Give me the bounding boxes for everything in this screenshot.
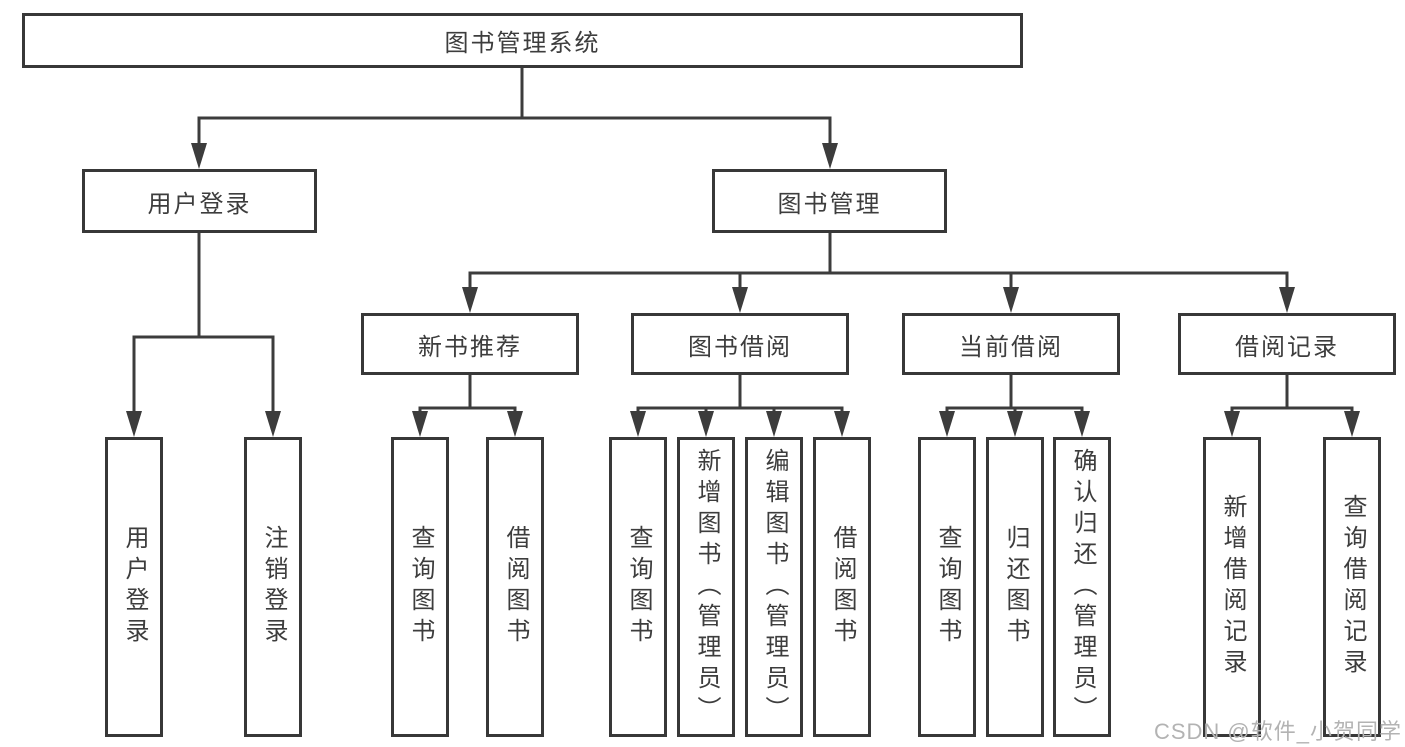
- leaf-user-login: 用户登录: [105, 437, 163, 737]
- csdn-watermark: CSDN @软件_小贺同学: [1153, 719, 1402, 744]
- leaf-edit-books-admin: 编辑图书（管理员）: [745, 437, 803, 737]
- leaf-label: 查询借阅记录: [1339, 494, 1366, 680]
- leaf-label: 借阅图书: [502, 525, 529, 649]
- leaf-borrow-books: 借阅图书: [813, 437, 871, 737]
- leaf-query-borrow-record: 查询借阅记录: [1323, 437, 1381, 737]
- leaf-label: 查询图书: [934, 525, 961, 649]
- node-label: 图书借阅: [688, 333, 792, 361]
- node-book-borrow: 图书借阅: [631, 313, 849, 375]
- node-library-system: 图书管理系统: [22, 13, 1023, 68]
- leaf-add-borrow-record: 新增借阅记录: [1203, 437, 1261, 737]
- leaf-label: 借阅图书: [829, 525, 856, 649]
- leaf-label: 查询图书: [625, 525, 652, 649]
- leaf-label: 编辑图书（管理员）: [761, 447, 788, 727]
- node-borrow-records: 借阅记录: [1178, 313, 1396, 375]
- leaf-query-books: 查询图书: [391, 437, 449, 737]
- node-label: 借阅记录: [1235, 333, 1339, 361]
- leaf-label: 新增借阅记录: [1219, 494, 1246, 680]
- leaf-label: 注销登录: [260, 525, 287, 649]
- node-label: 新书推荐: [418, 333, 522, 361]
- node-label: 用户登录: [147, 190, 252, 218]
- leaf-borrow-books: 借阅图书: [486, 437, 544, 737]
- leaf-label: 新增图书（管理员）: [693, 447, 720, 727]
- leaf-add-books-admin: 新增图书（管理员）: [677, 437, 735, 737]
- leaf-confirm-return-admin: 确认归还（管理员）: [1053, 437, 1111, 737]
- leaf-query-books: 查询图书: [609, 437, 667, 737]
- leaf-return-books: 归还图书: [986, 437, 1044, 737]
- leaf-query-books: 查询图书: [918, 437, 976, 737]
- node-label: 图书管理: [777, 190, 882, 218]
- node-new-book-recommend: 新书推荐: [361, 313, 579, 375]
- node-book-management: 图书管理: [712, 169, 947, 233]
- node-label: 当前借阅: [959, 333, 1063, 361]
- node-label: 图书管理系统: [444, 30, 601, 57]
- leaf-logout: 注销登录: [244, 437, 302, 737]
- leaf-label: 确认归还（管理员）: [1069, 447, 1096, 727]
- leaf-label: 归还图书: [1002, 525, 1029, 649]
- leaf-label: 查询图书: [407, 525, 434, 649]
- node-current-borrow: 当前借阅: [902, 313, 1120, 375]
- leaf-label: 用户登录: [121, 525, 148, 649]
- node-user-login: 用户登录: [82, 169, 317, 233]
